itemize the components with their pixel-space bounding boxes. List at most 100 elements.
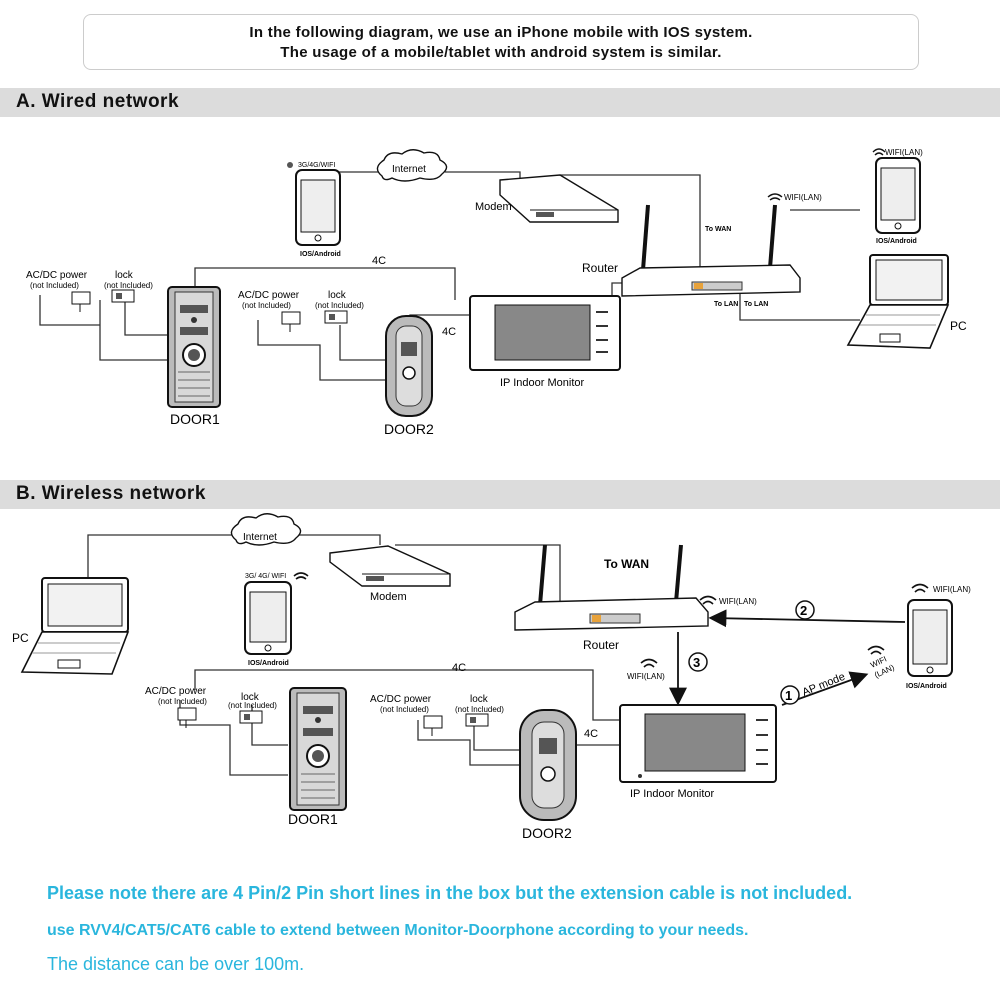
wireless-monitor-device bbox=[619, 704, 777, 783]
wireless-step-2-label: 2 bbox=[800, 603, 807, 618]
wired-lock-1-label: lock bbox=[115, 270, 134, 281]
wireless-step-1-label: 1 bbox=[785, 688, 792, 703]
wired-phone-wifi-icon bbox=[872, 148, 886, 156]
wired-laptop bbox=[846, 254, 950, 349]
wired-acdc-2-label: AC/DC power bbox=[238, 290, 300, 301]
wireless-phone-right-os-label: IOS/Android bbox=[906, 683, 947, 690]
wired-acdc-1-label: AC/DC power bbox=[26, 270, 88, 281]
wired-modem-label: Modem bbox=[475, 201, 512, 213]
wireless-to-wan-label: To WAN bbox=[604, 557, 649, 571]
wired-lock-2-label: lock bbox=[328, 290, 347, 301]
wired-acdc-1-sub: (not Included) bbox=[30, 281, 79, 290]
wireless-lock-1 bbox=[239, 710, 263, 724]
wired-modem bbox=[499, 174, 619, 223]
wired-to-lan-label-2: To LAN bbox=[744, 301, 768, 308]
wireless-monitor-wifi-icon bbox=[640, 658, 658, 668]
wireless-phone-net-label: 3G/ 4G/ WIFI bbox=[245, 573, 286, 580]
intro-line-1: In the following diagram, we use an iPho… bbox=[249, 24, 753, 41]
wired-monitor-device bbox=[469, 295, 621, 371]
wireless-adapter-1 bbox=[177, 707, 197, 728]
wireless-lock-1-label: lock bbox=[241, 692, 260, 703]
wired-phone-wifi-label: WIFI(LAN) bbox=[885, 148, 923, 157]
wireless-router-label: Router bbox=[583, 638, 619, 652]
wireless-modem bbox=[329, 545, 451, 587]
wired-lock-2-sub: (not Included) bbox=[315, 301, 364, 310]
wireless-monitor-label: IP Indoor Monitor bbox=[630, 788, 715, 800]
wireless-phone-right bbox=[907, 599, 953, 677]
section-title-wireless: B. Wireless network bbox=[16, 483, 206, 504]
wired-phone-net-icon bbox=[287, 162, 293, 168]
wireless-lock-2-label: lock bbox=[470, 694, 489, 705]
wired-door1-label: DOOR1 bbox=[170, 411, 220, 427]
wired-router-wifi-icon bbox=[767, 193, 783, 201]
wireless-acdc-2-label: AC/DC power bbox=[370, 694, 432, 705]
wired-to-wan-label: To WAN bbox=[705, 226, 731, 233]
wired-door2-label: DOOR2 bbox=[384, 421, 434, 437]
wired-lock-1 bbox=[111, 289, 135, 303]
wireless-step-1-badge bbox=[780, 685, 800, 705]
wireless-connection-lines bbox=[87, 534, 620, 776]
wired-cable-4c-top: 4C bbox=[372, 255, 386, 267]
wired-phone-net-label: 3G/4G/WIFI bbox=[298, 162, 335, 169]
wired-router bbox=[621, 204, 801, 297]
wireless-monitor-wifi-label: WIFI(LAN) bbox=[627, 672, 665, 681]
intro-box: In the following diagram, we use an iPho… bbox=[83, 14, 919, 70]
wireless-internet-cloud bbox=[230, 513, 302, 546]
wireless-router bbox=[514, 544, 709, 631]
wireless-door1-label: DOOR1 bbox=[288, 811, 338, 827]
wired-router-label: Router bbox=[582, 261, 618, 275]
wireless-lock-1-sub: (not Included) bbox=[228, 701, 277, 710]
wired-adapter-1 bbox=[71, 291, 91, 312]
wireless-ap-wifi-icon bbox=[867, 645, 885, 655]
wired-connection-lines bbox=[39, 171, 860, 381]
wireless-adapter-2 bbox=[423, 715, 443, 736]
wireless-lock-2-sub: (not Included) bbox=[455, 705, 504, 714]
wireless-phone-right-wifi-label: WIFI(LAN) bbox=[933, 585, 971, 594]
section-title-wired: A. Wired network bbox=[16, 91, 180, 112]
wired-lock-2 bbox=[324, 310, 348, 324]
wired-internet-label: Internet bbox=[392, 164, 426, 175]
wireless-door2-label: DOOR2 bbox=[522, 825, 572, 841]
wireless-modem-label: Modem bbox=[370, 591, 407, 603]
wireless-laptop bbox=[20, 577, 130, 675]
wireless-step-3-label: 3 bbox=[693, 655, 700, 670]
section-header-wireless: B. Wireless network bbox=[0, 480, 1000, 509]
wireless-acdc-2-sub: (not Included) bbox=[380, 705, 429, 714]
note-line-2: use RVV4/CAT5/CAT6 cable to extend betwe… bbox=[47, 922, 749, 939]
wireless-cable-4c-mid: 4C bbox=[584, 728, 598, 740]
wireless-router-wifi-icon bbox=[699, 595, 717, 605]
wireless-door2-device bbox=[519, 709, 577, 821]
wired-phone-right bbox=[875, 157, 921, 234]
wired-router-wifi-label: WIFI(LAN) bbox=[784, 193, 822, 202]
wireless-step-3-badge bbox=[688, 652, 708, 672]
wired-cable-4c-mid: 4C bbox=[442, 326, 456, 338]
wired-door2-device bbox=[385, 315, 433, 417]
wireless-phone-os-label: IOS/Android bbox=[248, 660, 289, 667]
wired-monitor-label: IP Indoor Monitor bbox=[500, 377, 585, 389]
wired-lock-1-sub: (not Included) bbox=[104, 281, 153, 290]
wired-to-lan-label-1: To LAN bbox=[714, 301, 738, 308]
wireless-internet-label: Internet bbox=[243, 532, 277, 543]
wireless-cable-4c-top: 4C bbox=[452, 662, 466, 674]
wired-internet-cloud bbox=[376, 149, 448, 182]
wireless-lock-2 bbox=[465, 713, 489, 727]
wired-adapter-2 bbox=[281, 311, 301, 332]
intro-line-2: The usage of a mobile/tablet with androi… bbox=[280, 44, 722, 61]
wired-phone-top bbox=[295, 169, 341, 246]
wireless-acdc-1-sub: (not Included) bbox=[158, 697, 207, 706]
wired-door1-device bbox=[167, 286, 221, 408]
wired-pc-label: PC bbox=[950, 319, 967, 333]
wireless-phone-right-wifi-icon bbox=[911, 583, 929, 593]
section-header-wired: A. Wired network bbox=[0, 88, 1000, 117]
note-line-3: The distance can be over 100m. bbox=[47, 954, 305, 974]
wired-diagram: 3G/4G/WIFI IOS/Android Internet Modem Ro… bbox=[26, 148, 967, 437]
wireless-phone-mid bbox=[244, 581, 292, 655]
wired-acdc-2-sub: (not Included) bbox=[242, 301, 291, 310]
wired-phone-right-os-label: IOS/Android bbox=[876, 238, 917, 245]
wireless-phone-net-wifi-icon bbox=[293, 572, 309, 580]
wireless-step-2-badge bbox=[795, 600, 815, 620]
wireless-arrow-step-2 bbox=[708, 609, 906, 628]
wireless-acdc-1-label: AC/DC power bbox=[145, 686, 207, 697]
note-line-1: Please note there are 4 Pin/2 Pin short … bbox=[47, 883, 853, 903]
